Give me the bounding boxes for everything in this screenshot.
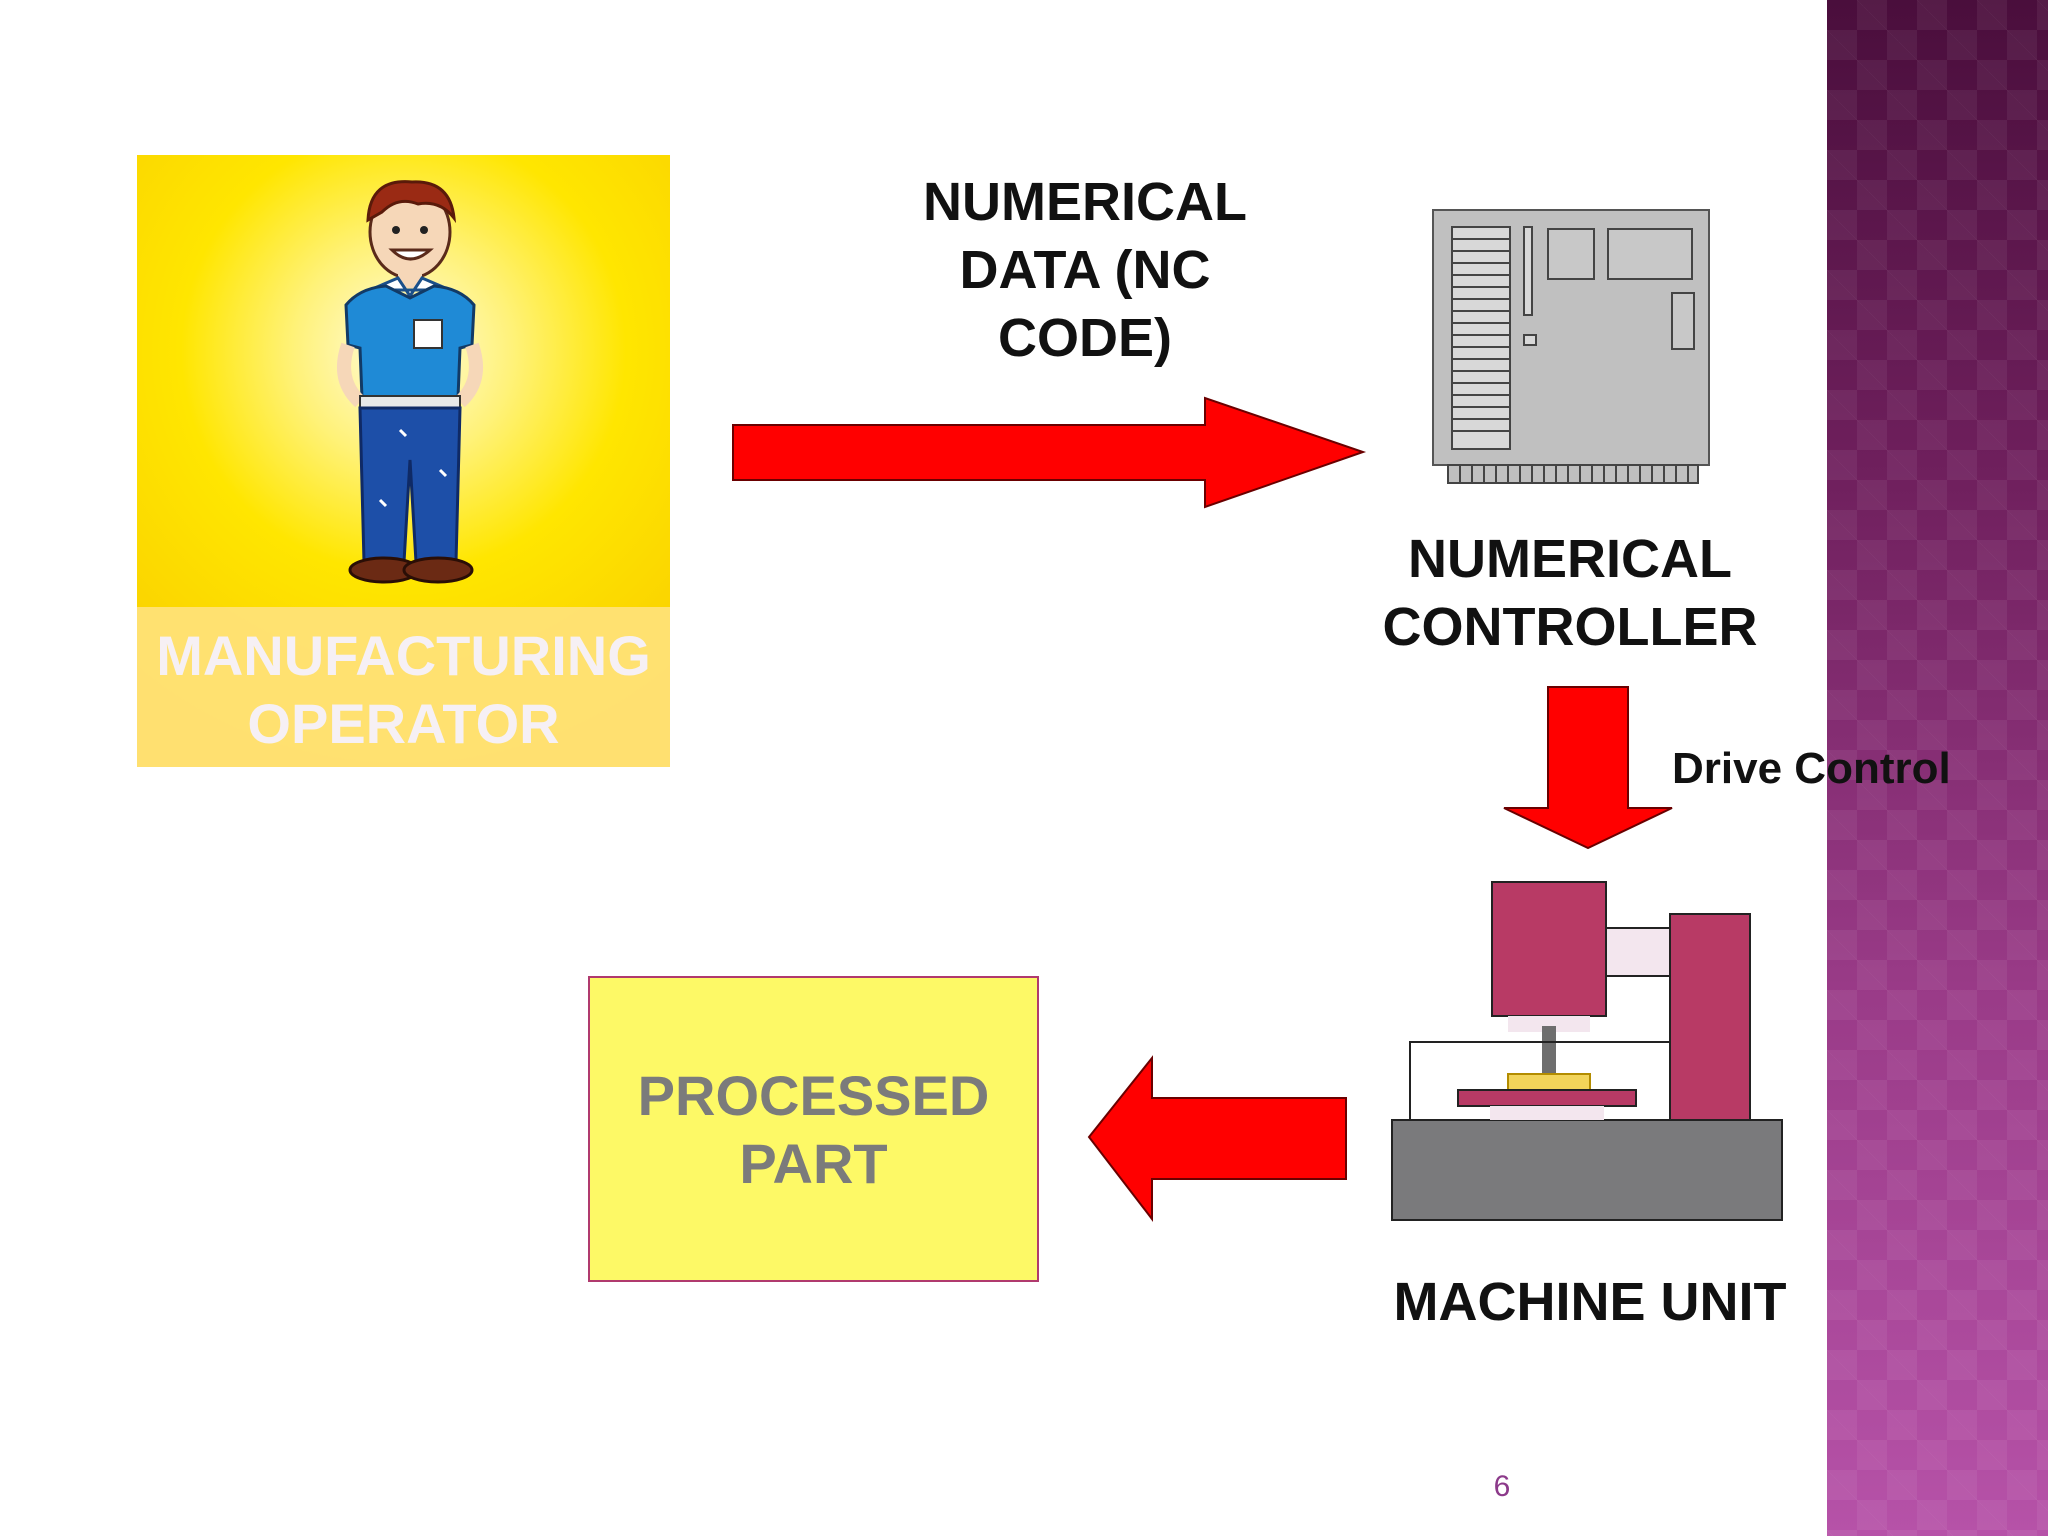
circuit-board-icon [1432, 209, 1710, 484]
processed-part-label: PROCESSED PART [637, 1064, 990, 1195]
operator-label: MANUFACTURING OPERATOR [156, 624, 651, 755]
drive-control-label: Drive Control [1672, 744, 1951, 793]
milling-machine-icon [1391, 881, 1783, 1221]
right-arrow-icon [732, 396, 1367, 509]
machine-unit-label: MACHINE UNIT [1393, 1272, 1787, 1332]
down-arrow-icon [1503, 686, 1673, 850]
controller-label: NUMERICAL CONTROLLER [1382, 529, 1758, 657]
cartoon-operator-icon [337, 180, 483, 584]
operator-caption-background [137, 607, 670, 767]
processed-part-box [588, 976, 1039, 1282]
left-arrow-icon [1087, 1055, 1347, 1222]
data-label: NUMERICAL DATA (NC CODE) [923, 172, 1247, 368]
decorative-side-band [1827, 0, 2048, 1536]
page-number: 6 [1493, 1470, 1511, 1503]
